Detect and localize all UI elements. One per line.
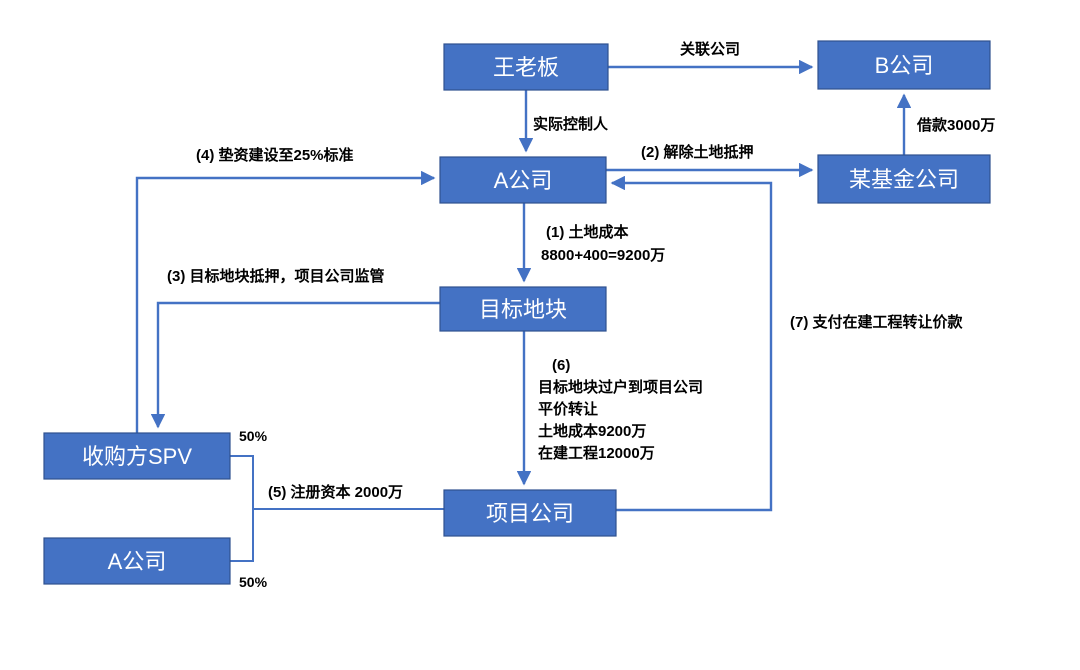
- edge-label-shiji-kongzhiren: 实际控制人: [533, 115, 609, 133]
- node-wang-laoban[interactable]: 王老板: [443, 43, 609, 91]
- node-label-project: 项目公司: [486, 501, 574, 526]
- node-project-company[interactable]: 项目公司: [443, 489, 617, 537]
- node-label-land: 目标地块: [479, 297, 567, 322]
- node-target-land[interactable]: 目标地块: [439, 286, 607, 332]
- node-label-spv: 收购方SPV: [82, 444, 192, 469]
- edge-land-to-spv: [150, 301, 440, 429]
- edge-label-step5: (5) 注册资本 2000万: [268, 483, 403, 501]
- edge-project-to-acorp: [610, 175, 773, 512]
- node-acquirer-spv[interactable]: 收购方SPV: [43, 432, 231, 480]
- node-b-company[interactable]: B公司: [817, 40, 991, 90]
- node-a-company-shareholder[interactable]: A公司: [43, 537, 231, 585]
- edge-spv-to-acorp: [135, 170, 436, 433]
- node-label-acorp2: A公司: [108, 549, 167, 574]
- edge-label-guanlian-gongsi: 关联公司: [680, 40, 740, 58]
- edge-label-step6-line3: 平价转让: [538, 400, 598, 418]
- edge-label-step7: (7) 支付在建工程转让价款: [790, 313, 964, 331]
- ownership-label-spv: 50%: [239, 428, 268, 444]
- node-fund-company[interactable]: 某基金公司: [817, 154, 991, 204]
- edge-label-step6-line2: 目标地块过户到项目公司: [538, 378, 703, 396]
- edge-shareholders-to-project: [230, 455, 444, 562]
- edge-label-step6-line4: 土地成本9200万: [538, 422, 646, 440]
- edge-label-step1-amount: 8800+400=9200万: [541, 247, 665, 264]
- edge-label-jiekuan-3000wan: 借款3000万: [916, 116, 995, 134]
- edge-label-step1: (1) 土地成本: [546, 223, 629, 241]
- edge-label-step6-line5: 在建工程12000万: [538, 444, 655, 462]
- edge-label-step6-line1: (6): [552, 357, 570, 374]
- node-label-fund: 某基金公司: [849, 167, 959, 192]
- edge-label-step3: (3) 目标地块抵押，项目公司监管: [167, 267, 385, 285]
- node-a-company[interactable]: A公司: [439, 156, 607, 204]
- node-label-bcorp: B公司: [875, 53, 934, 78]
- edge-label-step2: (2) 解除土地抵押: [641, 143, 754, 161]
- edge-label-step6-block: (6) 目标地块过户到项目公司 平价转让 土地成本9200万 在建工程12000…: [538, 357, 703, 462]
- ownership-label-acorp2: 50%: [239, 574, 268, 590]
- node-label-acorp: A公司: [494, 168, 553, 193]
- node-label-wang: 王老板: [493, 55, 559, 80]
- edge-label-step4: (4) 垫资建设至25%标准: [196, 146, 354, 164]
